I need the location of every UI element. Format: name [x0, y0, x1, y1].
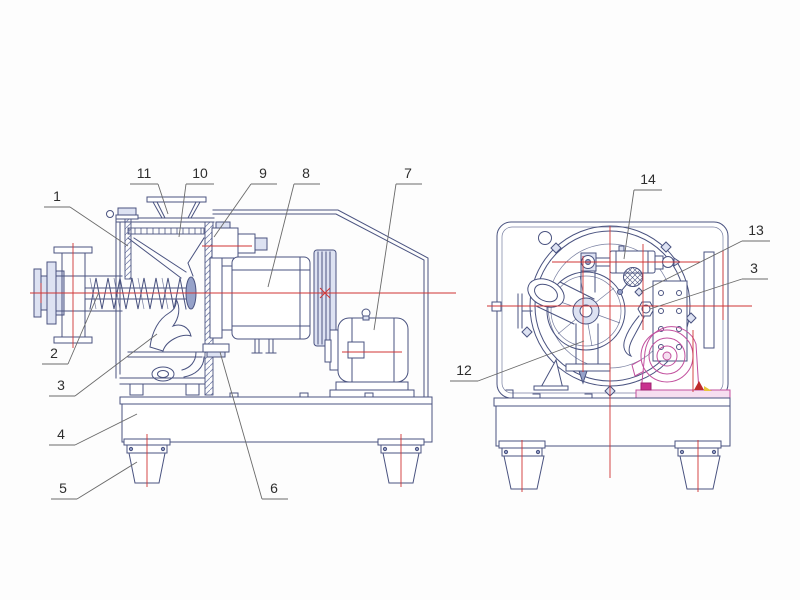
leader-line: [623, 189, 635, 260]
knurled-knob: [623, 267, 643, 287]
callout-6: 6: [219, 351, 288, 500]
callout-number: 6: [270, 480, 278, 496]
callout-number: 1: [53, 188, 61, 204]
callout-11: 11: [130, 165, 169, 215]
callout-7: 7: [373, 165, 422, 331]
discharge-pump: [631, 326, 731, 399]
base-frame-side: [119, 392, 433, 484]
scraper-blade: [149, 298, 192, 352]
callout-1: 1: [44, 188, 129, 247]
motor: [324, 308, 415, 398]
leader-line: [213, 183, 252, 238]
callout-4: 4: [49, 413, 138, 446]
callout-number: 5: [59, 480, 67, 496]
leader-line: [67, 291, 100, 365]
leader-line: [76, 461, 138, 500]
screw-feeder: [33, 246, 189, 344]
leader-line: [69, 206, 129, 247]
leader-line: [649, 278, 743, 310]
callout-number: 9: [259, 165, 267, 181]
callout-12: 12: [450, 340, 585, 382]
base-frame-end: [493, 389, 731, 490]
callout-3: 3: [649, 260, 768, 310]
leader-line: [74, 333, 158, 397]
centerlines: [30, 226, 752, 492]
callout-number: 12: [456, 362, 472, 378]
end-view: [491, 221, 731, 490]
terminal-box: [347, 341, 365, 359]
side-view: [33, 196, 433, 484]
callout-number: 8: [302, 165, 310, 181]
callout-number: 7: [404, 165, 412, 181]
callout-number: 13: [748, 222, 764, 238]
side-bracket: [703, 251, 715, 349]
callout-number: 2: [50, 345, 58, 361]
leader-line: [640, 240, 743, 293]
callout-number: 3: [750, 260, 758, 276]
callout-number: 3: [57, 377, 65, 393]
leader-line: [74, 413, 138, 446]
set-bolt: [634, 287, 644, 297]
leader-line: [477, 340, 585, 382]
feed-inlet: [146, 196, 207, 219]
adjuster-parts: [617, 267, 655, 357]
callout-number: 10: [192, 165, 208, 181]
leader-line: [373, 183, 397, 331]
leader-line: [178, 183, 187, 238]
callout-8: 8: [267, 165, 320, 288]
drain-flange: [202, 343, 230, 353]
screw-flights: [89, 277, 187, 310]
callout-2: 2: [42, 291, 100, 365]
leader-line: [267, 183, 295, 288]
callout-14: 14: [623, 171, 662, 260]
callout-number: 4: [57, 426, 65, 442]
tie-rod: [106, 207, 139, 280]
callout-3: 3: [49, 333, 158, 397]
callout-10: 10: [178, 165, 214, 238]
corner-hole: [538, 231, 552, 245]
gear-housing: [209, 256, 311, 354]
callout-5: 5: [51, 461, 138, 500]
pump-detail: [694, 381, 704, 390]
hex-nut: [637, 301, 655, 317]
callout-number: 11: [137, 165, 152, 181]
pump-detail-yellow: [704, 386, 712, 391]
lever-handle: [623, 315, 645, 357]
leader-line: [157, 183, 169, 215]
feed-tube-end: [517, 278, 595, 329]
callout-number: 14: [640, 171, 656, 187]
callout-13: 13: [640, 222, 770, 293]
leader-line: [219, 351, 263, 500]
bolt-plate: [652, 280, 688, 362]
guard-frame: [212, 209, 429, 398]
housing: [115, 217, 230, 396]
callout-9: 9: [213, 165, 277, 238]
